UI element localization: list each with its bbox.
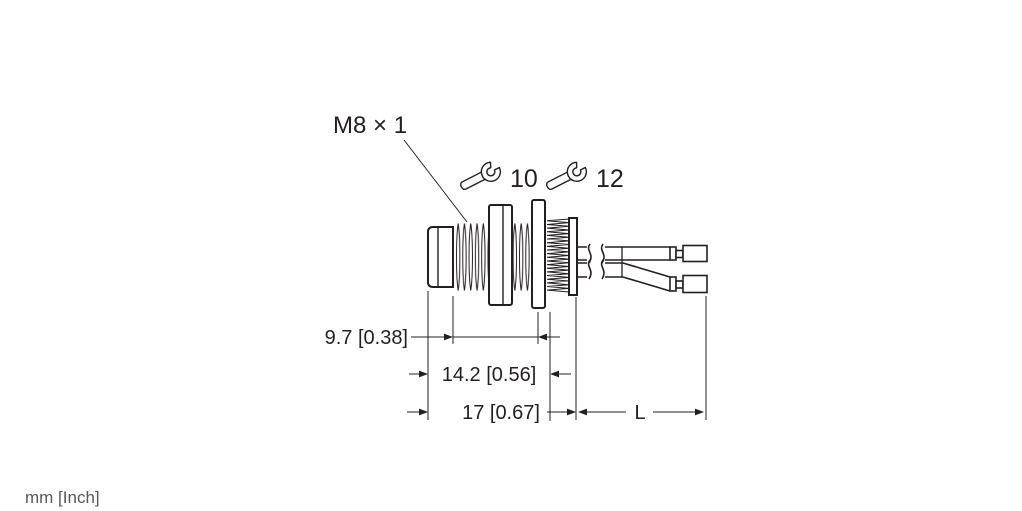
- dimension-9-7: 9.7 [0.38]: [325, 327, 560, 349]
- dimension-14-2-label: 14.2 [0.56]: [442, 364, 537, 386]
- wrench-12-size-label: 12: [596, 165, 624, 193]
- wire-top-sleeve: [669, 246, 677, 261]
- wire-bottom-sleeve: [669, 276, 677, 292]
- wire-top: [577, 246, 670, 261]
- wire-top-neck: [675, 249, 684, 259]
- arrowhead: [538, 333, 547, 341]
- wrench-12-icon: [545, 161, 588, 191]
- units-label: mm [Inch]: [25, 488, 100, 507]
- wire-bottom: [577, 262, 671, 292]
- arrowhead: [578, 408, 587, 416]
- wire-bottom-break-mark-1: [587, 259, 592, 280]
- connector-body: [427, 199, 578, 309]
- dimension-length-label: L: [634, 402, 645, 424]
- arrowhead: [567, 408, 576, 416]
- arrowhead: [419, 370, 428, 378]
- front-thread: [455, 222, 489, 292]
- dimension-17-label: 17 [0.67]: [462, 402, 540, 424]
- extension-lines: [427, 291, 707, 421]
- rear-cap: [568, 217, 578, 296]
- rear-thread: [512, 222, 531, 292]
- wire-top-ferrule: [682, 244, 708, 263]
- wire-bottom-break-mark-2: [600, 259, 605, 280]
- dimension-9-7-label: 9.7 [0.38]: [325, 327, 408, 349]
- thread-size-label: M8 × 1: [333, 112, 407, 139]
- mounting-hex-nut: [488, 204, 513, 306]
- arrowhead: [695, 408, 704, 416]
- arrowhead: [444, 333, 453, 341]
- wire-bottom-neck: [675, 280, 684, 289]
- arrowhead: [550, 370, 559, 378]
- plug-face: [427, 226, 454, 288]
- dimension-14-2: 14.2 [0.56]: [409, 364, 571, 386]
- thread-leader-line: [403, 139, 468, 223]
- dimension-17: 17 [0.67]: [407, 402, 576, 424]
- body-flange: [531, 199, 546, 309]
- wrench-10-icon: [459, 161, 502, 191]
- knurl-serration: [546, 218, 570, 293]
- arrowhead: [419, 408, 428, 416]
- wrench-10-size-label: 10: [510, 165, 538, 193]
- wire-bottom-ferrule: [682, 274, 708, 294]
- dimension-length: L: [578, 402, 704, 424]
- wire-leads: [577, 243, 708, 294]
